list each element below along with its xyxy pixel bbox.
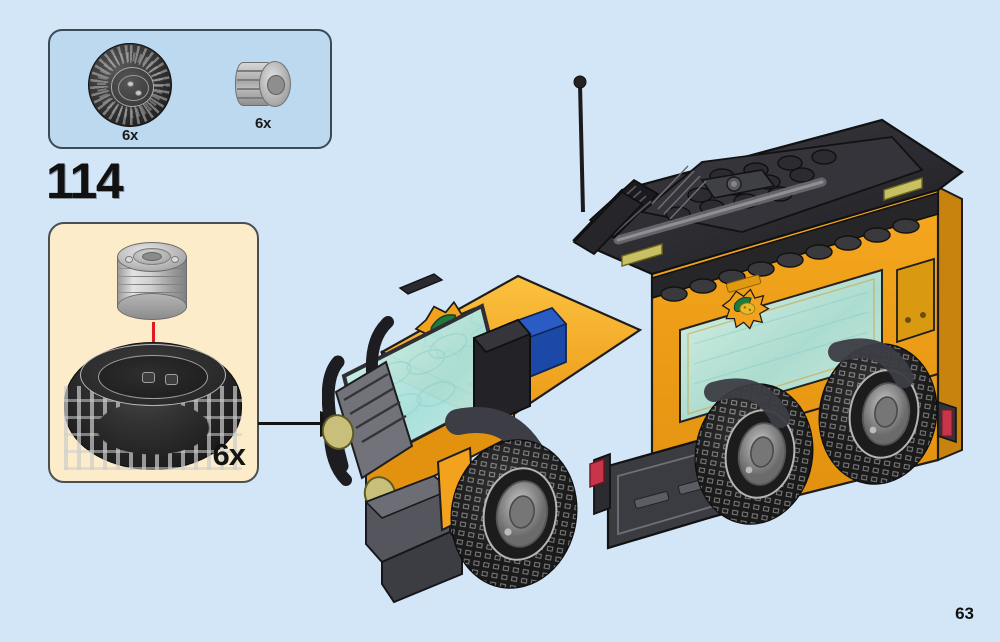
roof-assembly: [572, 118, 964, 276]
truck-model-illustration: [322, 62, 984, 607]
subassembly-callout-box: 6x: [48, 222, 259, 483]
stud-row-top: [660, 218, 920, 302]
page-number: 63: [955, 604, 974, 623]
wheel-front: [445, 407, 578, 589]
jungle-explorer-emblem-side: [721, 288, 770, 330]
step-number: 114: [46, 153, 124, 209]
part-slot-tire: 6x: [70, 43, 190, 144]
rear-fenders: [704, 338, 914, 428]
subassembly-quantity: 6x: [212, 437, 246, 472]
lego-wheel-hub-icon: [235, 59, 291, 109]
lego-tire-icon: [64, 342, 242, 470]
part-slot-hub: 6x: [208, 59, 318, 132]
lego-wheel-hub-icon: [113, 242, 191, 320]
front-bull-bar: [322, 316, 476, 604]
parts-inventory-box: 6x 6x: [48, 29, 332, 149]
part-quantity-hub: 6x: [254, 115, 272, 132]
antenna: [573, 75, 587, 213]
lego-tire-icon: [88, 43, 172, 127]
part-quantity-tire: 6x: [121, 127, 139, 144]
